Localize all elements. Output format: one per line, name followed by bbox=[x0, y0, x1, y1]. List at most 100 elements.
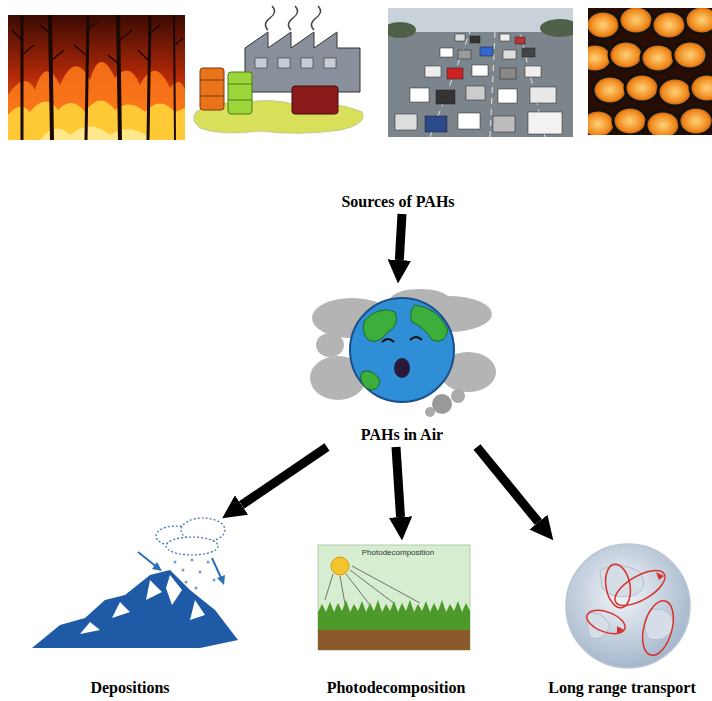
caption-text: Photodecomposition bbox=[325, 678, 468, 698]
deposition-node: Depositions bbox=[23, 518, 238, 698]
globe-transport-clipart-part-part bbox=[585, 613, 610, 639]
burning-coal-photo-part-part bbox=[685, 8, 712, 34]
photodecomposition-clipart-part-part bbox=[340, 576, 345, 604]
traffic-photo-part bbox=[540, 19, 573, 37]
photodecomposition-clipart-part bbox=[318, 600, 470, 630]
burning-coal-photo-part-part bbox=[641, 44, 675, 72]
traffic-photo-part-part bbox=[466, 86, 485, 100]
deposition-clipart-part-part bbox=[217, 575, 225, 585]
polluted-earth-clipart-part bbox=[451, 389, 465, 403]
traffic-photo-part-part bbox=[425, 66, 441, 77]
flow-arrow bbox=[399, 214, 402, 260]
deposition-clipart-part-part bbox=[185, 581, 188, 584]
factory-clipart-part-part bbox=[265, 6, 274, 30]
deposition-clipart-part-part bbox=[166, 537, 218, 555]
factory-clipart-part-part bbox=[324, 58, 336, 68]
traffic-photo-part-part bbox=[525, 66, 541, 77]
deposition-clipart-part-part bbox=[191, 559, 194, 562]
globe-transport-clipart-part bbox=[566, 544, 690, 668]
traffic-photo-part-part bbox=[500, 68, 516, 79]
deposition-clipart-part-part bbox=[207, 561, 210, 564]
burning-coal-photo-part-part bbox=[609, 41, 643, 69]
factory-clipart-part bbox=[228, 84, 252, 85]
traffic-photo-part-part bbox=[498, 89, 517, 103]
traffic-photo-part-part bbox=[410, 88, 429, 102]
polluted-earth-clipart-part bbox=[432, 394, 452, 414]
forest-fire-photo bbox=[8, 15, 185, 140]
burning-coal-photo-part-part bbox=[588, 110, 615, 135]
burning-coal-photo-part-part bbox=[588, 11, 620, 39]
factory-clipart-part bbox=[200, 96, 224, 97]
photodecomposition-clipart-part-part bbox=[325, 574, 333, 600]
picture-label: Photodecomposition bbox=[362, 548, 435, 558]
traffic-photo-part-part bbox=[503, 50, 516, 59]
burning-coal-photo-part-part bbox=[625, 74, 659, 102]
deposition-clipart-part-part bbox=[213, 579, 216, 582]
factory-clipart-part bbox=[292, 86, 338, 114]
traffic-photo-part-part bbox=[500, 34, 510, 41]
traffic-photo-part-part bbox=[458, 50, 471, 59]
traffic-photo-part-part bbox=[472, 65, 488, 76]
globe-transport-clipart-part bbox=[585, 565, 675, 639]
photodecomposition-clipart-part bbox=[331, 557, 349, 575]
forest-fire-photo-part-part bbox=[86, 15, 88, 140]
photodecomposition-clipart-part-part bbox=[346, 574, 370, 605]
globe-transport-clipart-part-part bbox=[637, 597, 679, 658]
burning-coal-photo-part-part bbox=[652, 11, 686, 39]
globe-transport-clipart-part-part bbox=[656, 572, 664, 580]
factory-clipart-part-part bbox=[301, 58, 313, 68]
traffic-photo-part-part bbox=[530, 87, 556, 103]
burning-coal-photo-part-part bbox=[690, 74, 712, 102]
burning-coal-photo-part-part bbox=[673, 41, 707, 69]
flow-arrow bbox=[242, 447, 327, 505]
burning-coal-photo-part-part bbox=[593, 76, 627, 104]
globe-transport-clipart-part-part bbox=[602, 562, 633, 609]
deposition-clipart-part bbox=[80, 575, 205, 634]
burning-coal-photo-part-part bbox=[658, 78, 692, 106]
deposition-clipart-part bbox=[156, 518, 225, 555]
flow-arrow bbox=[477, 447, 538, 522]
traffic-photo-part-part bbox=[447, 68, 463, 79]
polluted-earth-clipart-part bbox=[394, 358, 410, 378]
air-node: PAHs in Air bbox=[312, 283, 492, 445]
deposition-clipart bbox=[32, 518, 238, 648]
polluted-earth-clipart-part bbox=[411, 305, 448, 341]
traffic-photo-part-part bbox=[493, 116, 515, 132]
traffic-photo-part-part bbox=[515, 37, 525, 44]
factory-clipart-part bbox=[200, 80, 224, 81]
deposition-clipart-part-part bbox=[174, 561, 177, 564]
globe-transport-clipart-part-part bbox=[610, 564, 670, 613]
factory-clipart-part bbox=[228, 72, 252, 114]
traffic-photo-part-part bbox=[425, 116, 447, 132]
globe-transport-clipart-part bbox=[617, 572, 664, 634]
polluted-earth-clipart-part bbox=[363, 310, 396, 342]
photodecomposition-node: Photodecomposition bbox=[316, 540, 476, 698]
caption-text: Sources of PAHs bbox=[339, 192, 456, 212]
polluted-earth-clipart-part bbox=[350, 298, 454, 402]
forest-fire-photo-part bbox=[8, 62, 185, 140]
polluted-earth-clipart-part bbox=[425, 407, 435, 417]
edge-group bbox=[242, 214, 539, 522]
globe-transport-clipart-part-part bbox=[617, 626, 624, 634]
globe-transport-clipart bbox=[566, 544, 690, 668]
factory-clipart-part bbox=[245, 32, 360, 92]
factory-clipart-part-part bbox=[255, 58, 267, 68]
factory-clipart-part bbox=[228, 100, 252, 101]
forest-fire-photo-part-part bbox=[174, 15, 175, 140]
sources-caption-node: Sources of PAHs bbox=[331, 192, 465, 212]
traffic-photo-part-part bbox=[480, 47, 493, 56]
caption-text: Long range transport bbox=[546, 678, 698, 698]
photodecomposition-clipart-part bbox=[318, 545, 470, 650]
deposition-clipart-part-part bbox=[182, 569, 185, 572]
forest-fire-photo-part-part bbox=[118, 15, 120, 140]
flow-arrow bbox=[396, 447, 401, 517]
caption-text: PAHs in Air bbox=[359, 425, 445, 445]
polluted-earth-clipart bbox=[310, 289, 496, 417]
traffic-photo-part-part bbox=[458, 113, 480, 129]
deposition-clipart-part bbox=[32, 570, 238, 648]
traffic-photo-part bbox=[395, 34, 562, 134]
factory-clipart-part bbox=[200, 68, 224, 110]
